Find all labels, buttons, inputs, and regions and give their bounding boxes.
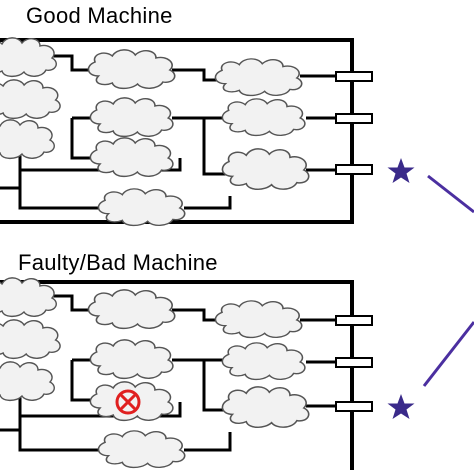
good-machine [0, 37, 415, 227]
logic-cloud [214, 58, 303, 97]
logic-cloud [89, 97, 174, 138]
compare-line [427, 174, 474, 214]
output-pin [335, 315, 373, 326]
output-pin [335, 401, 373, 412]
output-pin [335, 71, 373, 82]
logic-cloud [89, 381, 174, 422]
star-icon [387, 394, 415, 419]
bad-machine [0, 277, 415, 470]
logic-cloud [89, 137, 174, 178]
logic-cloud [221, 386, 310, 429]
logic-cloud [221, 148, 310, 191]
logic-cloud [0, 37, 57, 78]
good-machine-clouds [0, 37, 310, 227]
good-machine-frame [0, 38, 354, 224]
star-icon [387, 158, 415, 183]
logic-cloud [0, 319, 61, 360]
logic-cloud [0, 361, 55, 402]
logic-cloud [0, 119, 55, 160]
logic-cloud [221, 342, 306, 381]
logic-cloud [97, 430, 186, 469]
logic-cloud [87, 49, 176, 90]
logic-cloud [89, 339, 174, 380]
logic-cloud [87, 289, 176, 330]
bad-machine-wires [0, 294, 338, 452]
compare-line [422, 321, 474, 387]
bad-machine-clouds [0, 277, 310, 469]
bad-machine-title: Faulty/Bad Machine [18, 250, 218, 275]
good-machine-outputs [335, 71, 373, 175]
logic-cloud [97, 188, 186, 227]
logic-cloud [214, 300, 303, 339]
good-machine-title: Good Machine [26, 3, 173, 28]
output-pin [335, 357, 373, 368]
logic-cloud [0, 79, 61, 120]
logic-cloud [221, 98, 306, 137]
output-pin [335, 113, 373, 124]
circle-x-icon [115, 389, 141, 415]
output-pin [335, 164, 373, 175]
bad-machine-outputs [335, 315, 373, 412]
